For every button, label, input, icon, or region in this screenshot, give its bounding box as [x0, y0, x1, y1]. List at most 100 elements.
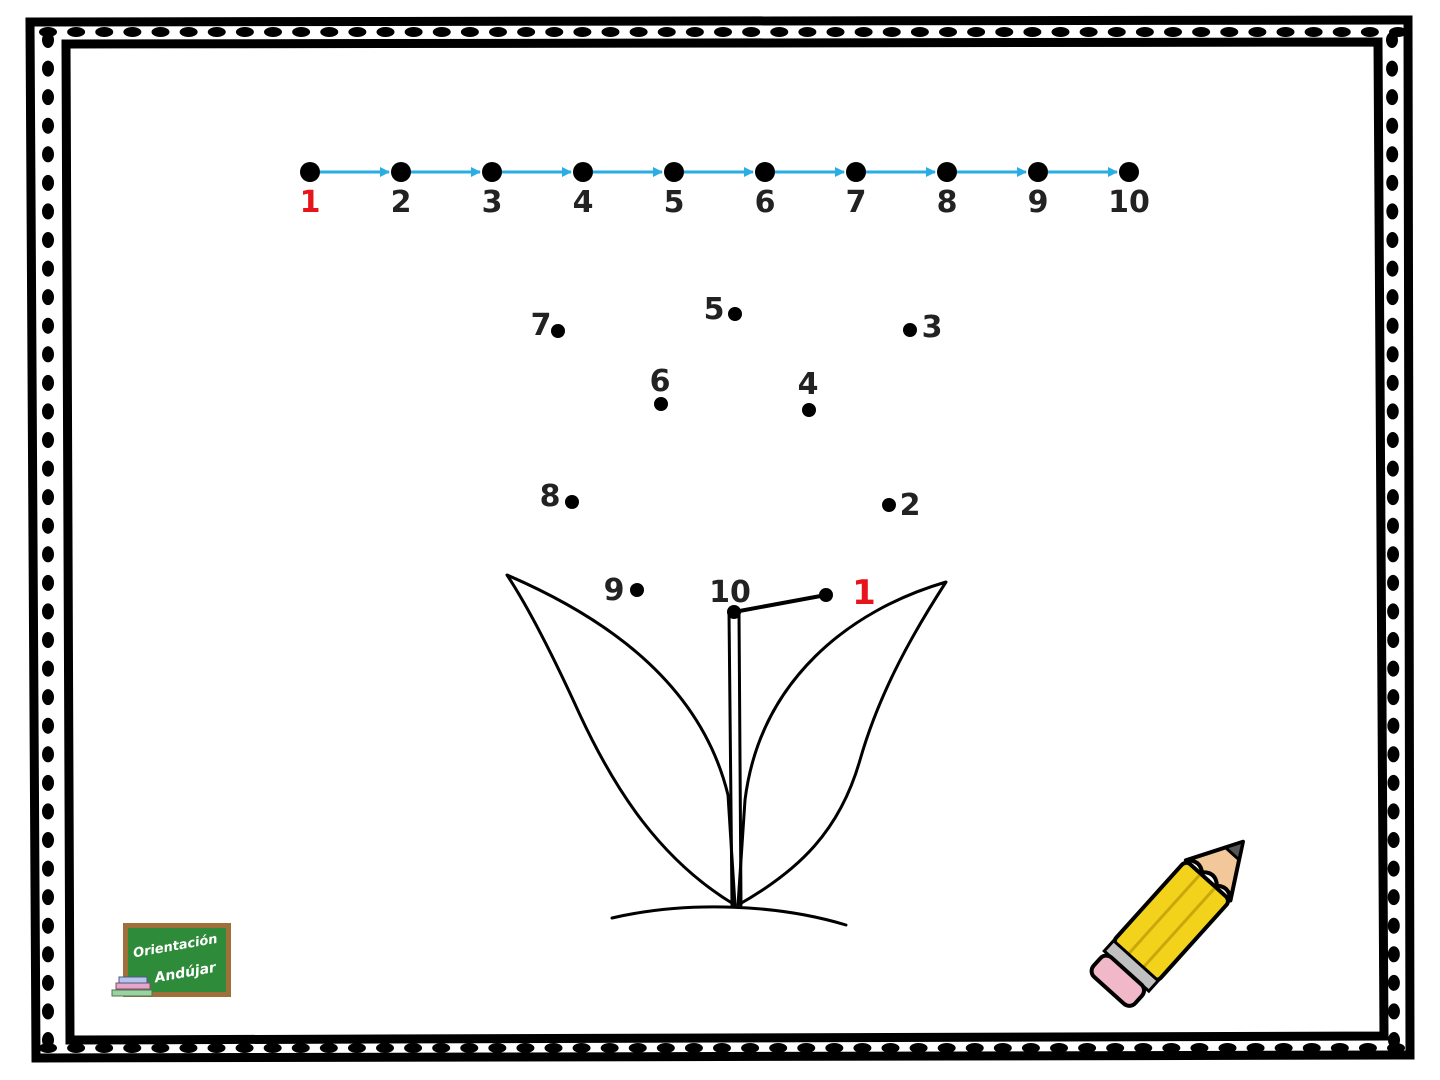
number-line-label: 10: [1108, 185, 1150, 220]
number-line-dot: [664, 162, 684, 182]
border-dot: [1387, 574, 1400, 591]
border-dot: [291, 1043, 310, 1053]
border-dot: [1387, 917, 1400, 934]
border-dot: [1388, 1032, 1400, 1048]
border-dot: [42, 832, 54, 848]
border-dot: [881, 1043, 900, 1053]
number-line-label: 9: [1028, 185, 1049, 220]
border-dot: [95, 27, 114, 37]
border-dot: [42, 974, 54, 991]
border-dot: [42, 717, 54, 734]
border-dot: [1360, 27, 1379, 37]
border-dot: [42, 917, 54, 934]
number-line-label: 4: [573, 185, 594, 220]
border-dot: [42, 632, 54, 648]
border-dot: [42, 403, 54, 420]
number-line-dot: [937, 162, 957, 182]
border-dot: [1386, 260, 1399, 277]
puzzle-dot-label: 7: [531, 308, 552, 343]
border-dot: [1387, 689, 1400, 706]
puzzle-dot: [727, 605, 741, 619]
border-dot: [713, 1043, 731, 1053]
puzzle-dot: [802, 403, 816, 417]
border-dot: [572, 1043, 591, 1053]
border-dot: [1387, 774, 1400, 791]
border-dot: [42, 774, 54, 791]
puzzle-dot-label: 10: [709, 575, 751, 610]
right-leaf: [736, 580, 948, 907]
border-dot: [42, 32, 54, 48]
number-line-label: 2: [391, 185, 412, 220]
border-dot: [1386, 346, 1399, 363]
border-dot: [1386, 460, 1399, 477]
border-dot: [742, 27, 761, 37]
border-dot: [42, 89, 54, 106]
books-icon: [111, 976, 153, 997]
border-dot: [1387, 946, 1400, 963]
border-dot: [123, 1043, 142, 1053]
border-dot: [545, 27, 564, 37]
puzzle-dot-label: 4: [798, 367, 819, 402]
border-dot: [1387, 832, 1400, 848]
stem: [727, 610, 743, 907]
number-line-dot: [755, 162, 775, 182]
border-dot: [939, 27, 957, 37]
puzzle-dot: [551, 324, 565, 338]
border-dot: [207, 1043, 226, 1053]
border-dot: [151, 27, 170, 37]
border-dot: [1332, 27, 1351, 37]
ground-line: [610, 905, 848, 927]
border-dot: [42, 203, 54, 220]
number-line-dot: [300, 162, 320, 182]
puzzle-dot-label: 2: [900, 488, 921, 523]
border-dot: [600, 1043, 619, 1053]
border-dot: [67, 1043, 86, 1053]
border-dot: [967, 27, 986, 37]
border-dot: [42, 546, 54, 563]
border-dot: [1387, 632, 1400, 648]
border-dot: [1135, 27, 1154, 37]
number-line-label: 7: [846, 185, 867, 220]
border-dot: [657, 27, 676, 37]
border-dot: [1387, 974, 1400, 991]
border-dot: [42, 1032, 54, 1048]
start-connector-line: [732, 593, 828, 614]
border-dot: [517, 27, 536, 37]
puzzle-dot-label: 5: [704, 292, 725, 327]
puzzle-dot-label: 8: [540, 479, 561, 514]
border-dot: [1358, 1043, 1377, 1053]
puzzle-dot-label: 6: [650, 364, 671, 399]
border-dot: [42, 146, 54, 163]
border-dot: [489, 27, 507, 37]
border-dot: [1107, 27, 1126, 37]
border-dot: [432, 27, 451, 37]
border-dot: [95, 1043, 114, 1053]
border-dot: [1386, 117, 1399, 134]
border-dot: [1386, 174, 1399, 191]
border-dot: [263, 1043, 282, 1053]
border-dot: [376, 27, 395, 37]
number-line-label: 8: [937, 185, 958, 220]
border-dot: [1386, 232, 1399, 248]
border-dot: [179, 1043, 198, 1053]
border-dot: [320, 27, 339, 37]
border-dot: [1387, 717, 1400, 734]
number-line-dot: [1119, 162, 1139, 182]
border-dot: [42, 746, 54, 763]
border-dot: [42, 860, 54, 877]
border-dot: [1051, 27, 1070, 37]
border-dot: [1386, 32, 1398, 48]
border-dot: [1190, 1043, 1209, 1053]
border-dot: [1386, 289, 1399, 306]
border-dot: [1386, 146, 1399, 163]
border-dot: [1387, 860, 1400, 877]
border-dot: [516, 1043, 535, 1053]
left-leaf: [505, 573, 737, 907]
plant-drawing: [505, 573, 948, 927]
border-dot: [404, 27, 423, 37]
border-dot: [1218, 1043, 1237, 1053]
border-dot: [42, 946, 54, 963]
border-dot: [348, 27, 367, 37]
